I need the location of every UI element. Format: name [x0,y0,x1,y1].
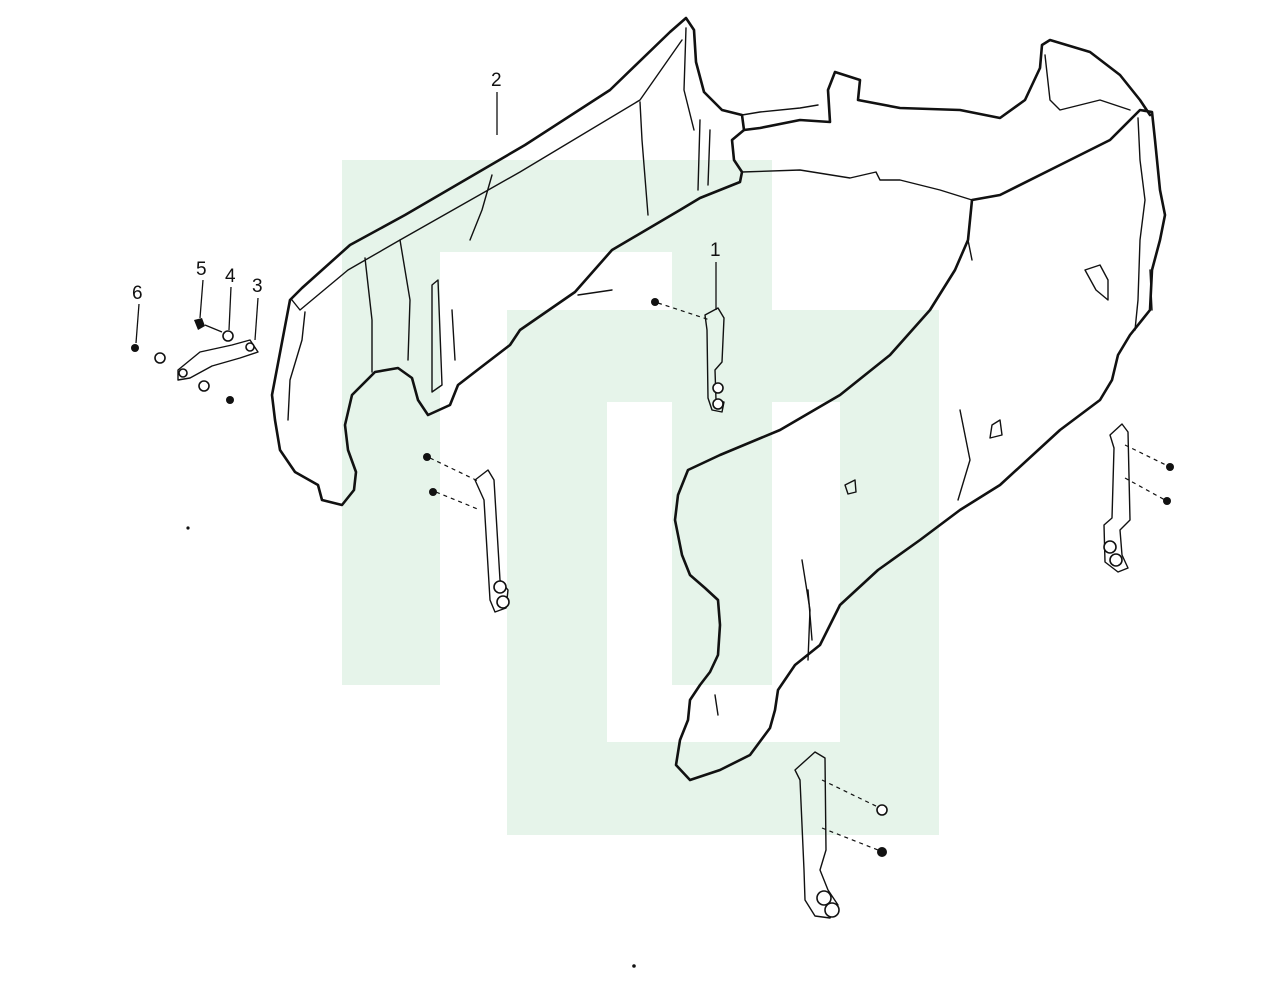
callout-label-6: 6 [132,283,143,304]
callout-label-4: 4 [225,266,236,287]
right-side-panel [673,108,1167,782]
bracket-left-lower [423,453,510,613]
rear-cross-panel [741,38,1152,201]
scan-specks [186,526,636,968]
callout-label-1: 1 [710,240,721,261]
bracket-center-upper [651,298,725,413]
bracket-right [1103,423,1174,573]
callout-leaders [135,92,717,344]
watermark-logo [342,160,939,835]
left-side-panel [270,16,746,507]
callout-label-3: 3 [252,276,263,297]
strap-hardware-set [131,318,259,404]
callout-label-2: 2 [491,70,502,91]
callout-label-5: 5 [196,259,207,280]
bracket-bottom [794,751,888,919]
